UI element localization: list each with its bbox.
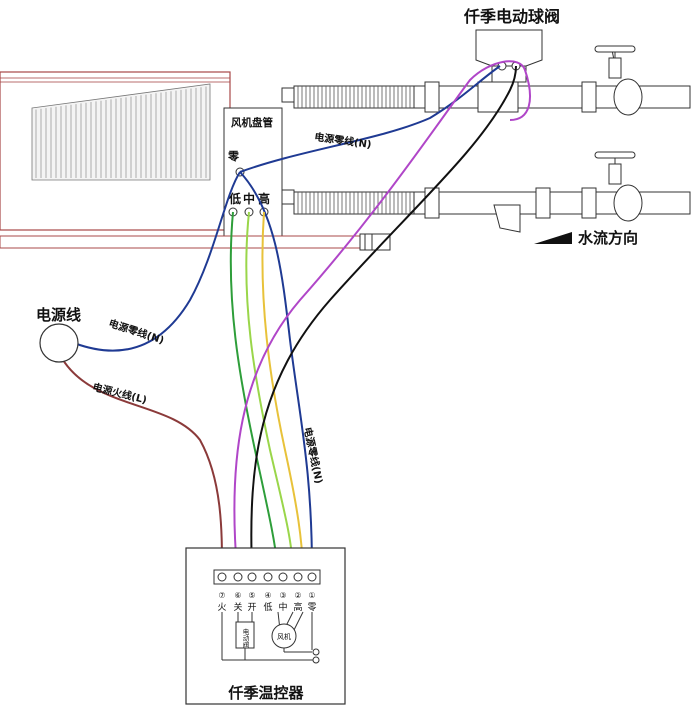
terminal-number: ② — [294, 591, 301, 600]
terminal-label: 零 — [307, 602, 316, 613]
valve-handle-top — [594, 45, 636, 79]
fan-coil-unit — [0, 71, 391, 251]
valve-close-wire — [250, 65, 517, 571]
terminal-number: ① — [308, 591, 315, 600]
neutral-top-label: 电源零线(N) — [314, 130, 373, 151]
terminal-screw — [263, 572, 273, 582]
terminal-label: 低 — [263, 601, 272, 613]
valve-box-label: 电动阀 — [241, 627, 249, 649]
terminal-label: 高 — [293, 601, 302, 613]
terminal-number: ⑦ — [218, 591, 225, 600]
valve-handle-bottom — [594, 151, 636, 185]
fan-coil-label: 风机盘管 — [231, 116, 273, 129]
fan-motor-label: 风机 — [277, 632, 291, 641]
power-line-label: 电源线 — [36, 306, 81, 324]
terminal-label: 中 — [278, 601, 287, 613]
terminal-screw — [217, 572, 227, 582]
terminal-number: ④ — [264, 591, 271, 600]
coil-fins — [31, 83, 211, 181]
neutral-left-label: 电源零线(N) — [107, 316, 166, 346]
terminal-number: ⑤ — [248, 591, 255, 600]
terminal-screw — [247, 572, 257, 582]
speed-mid-label: 中 — [243, 191, 255, 206]
fan-motor — [271, 623, 297, 649]
electric-ball-valve — [475, 29, 543, 83]
valve-title: 仟季电动球阀 — [463, 7, 560, 26]
low-speed-wire — [229, 211, 279, 571]
terminal-label: 关 — [233, 601, 242, 613]
speed-low-label: 低 — [228, 191, 241, 206]
pipes — [293, 78, 691, 233]
valve-box — [235, 621, 255, 649]
valve-open-wire — [233, 60, 531, 571]
live-line-label: 电源火线(L) — [91, 380, 148, 406]
terminal-screw — [293, 572, 303, 582]
neutral-terminal-label: 零 — [227, 150, 240, 163]
water-flow-arrow — [534, 232, 572, 244]
terminal-screw — [278, 572, 288, 582]
live-wire — [59, 354, 223, 571]
terminal-screw — [307, 572, 317, 582]
terminal-number: ③ — [279, 591, 286, 600]
terminal-label: 火 — [217, 602, 226, 613]
speed-high-label: 高 — [258, 191, 270, 206]
neutral-wire-thermostat — [239, 171, 313, 571]
terminal-screw — [233, 572, 243, 582]
neutral-wire-source — [73, 171, 241, 352]
high-speed-wire — [261, 211, 304, 571]
mid-speed-wire — [245, 211, 294, 571]
water-flow-label: 水流方向 — [578, 229, 638, 247]
neutral-wire-top — [239, 65, 501, 173]
thermostat-label: 仟季温控器 — [227, 684, 304, 702]
power-source — [39, 323, 79, 363]
terminal-label: 开 — [247, 602, 256, 613]
terminal-number: ⑥ — [234, 591, 241, 600]
